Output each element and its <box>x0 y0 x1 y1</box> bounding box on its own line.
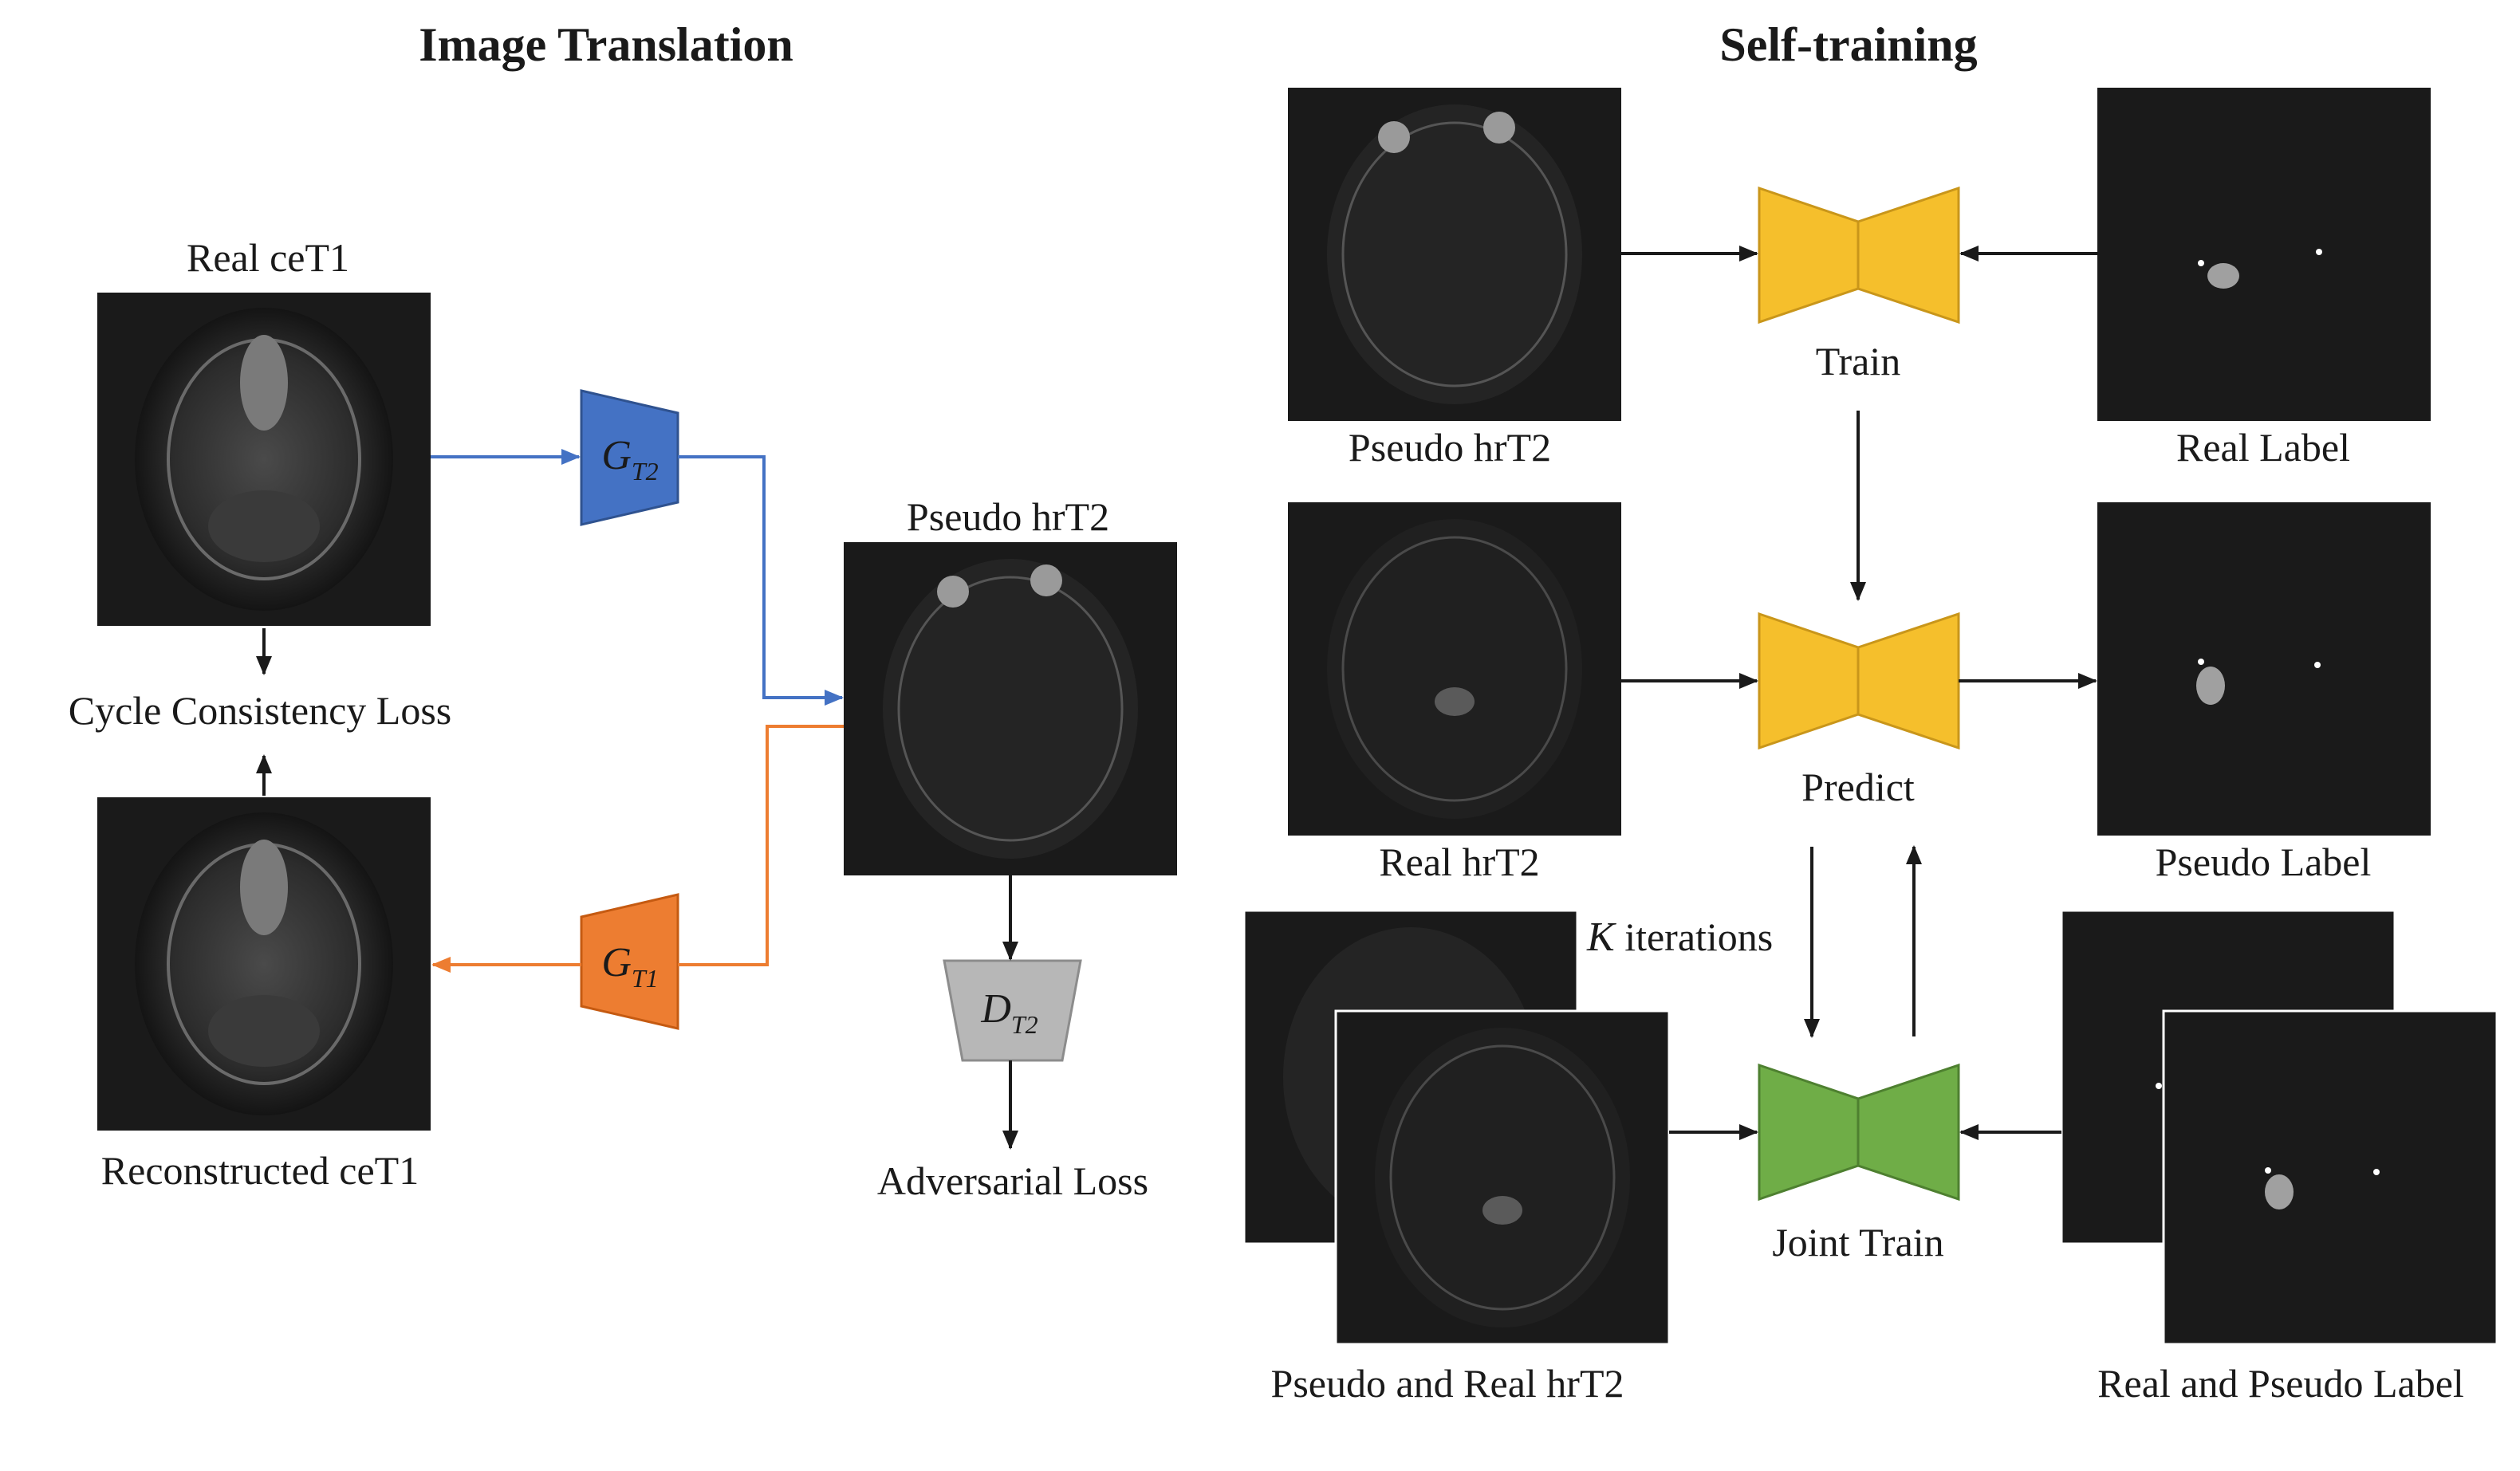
train-network <box>1758 186 1960 324</box>
pseudo-label-mask <box>2097 502 2431 836</box>
label-pseudo-hrt2-right: Pseudo hrT2 <box>1349 425 1551 470</box>
generator-g-t1-shape <box>580 893 679 1030</box>
label-real-and-pseudo-label: Real and Pseudo Label <box>2097 1361 2464 1406</box>
discriminator-d-t2-label: DT2 <box>980 986 1038 1039</box>
pseudo-hrt2-scan-right <box>1288 88 1621 421</box>
arrow-gt2-to-pseudo <box>678 455 844 706</box>
label-pseudo-hrt2-left: Pseudo hrT2 <box>907 494 1109 539</box>
pseudo-hrt2-scan-left <box>844 542 1177 875</box>
header-self-training: Self-training <box>1719 18 1977 71</box>
real-label-mask <box>2097 88 2431 421</box>
label-pseudo-and-real-hrt2: Pseudo and Real hrT2 <box>1271 1361 1624 1406</box>
pseudo-and-real-hrt2-scans <box>1242 909 1671 1346</box>
discriminator-d-t2-shape <box>943 959 1082 1062</box>
label-real-cet1: Real ceT1 <box>187 235 349 280</box>
real-and-pseudo-label-masks <box>2060 909 2498 1346</box>
reconstructed-cet1-scan <box>97 797 431 1131</box>
header-image-translation: Image Translation <box>419 18 793 71</box>
label-predict: Predict <box>1801 765 1915 809</box>
generator-g-t2-label: GT2 <box>601 433 658 486</box>
predict-network <box>1758 612 1960 750</box>
label-pseudo-label: Pseudo Label <box>2156 840 2372 884</box>
generator-g-t1-label: GT1 <box>601 940 658 993</box>
generator-g-t2-shape <box>580 389 679 526</box>
label-train: Train <box>1816 339 1901 383</box>
real-hrt2-scan <box>1288 502 1621 836</box>
label-real-hrt2: Real hrT2 <box>1379 840 1539 884</box>
label-cycle-consistency-loss: Cycle Consistency Loss <box>69 688 452 733</box>
label-joint-train: Joint Train <box>1772 1220 1943 1265</box>
label-k-iterations: K iterations <box>1586 914 1773 960</box>
arrow-pseudo-to-gt1 <box>678 725 844 966</box>
label-reconstructed-cet1: Reconstructed ceT1 <box>101 1148 419 1193</box>
real-cet1-scan <box>97 293 431 626</box>
joint-train-network <box>1758 1063 1960 1202</box>
label-adversarial-loss: Adversarial Loss <box>877 1158 1148 1203</box>
label-real-label: Real Label <box>2176 425 2350 470</box>
